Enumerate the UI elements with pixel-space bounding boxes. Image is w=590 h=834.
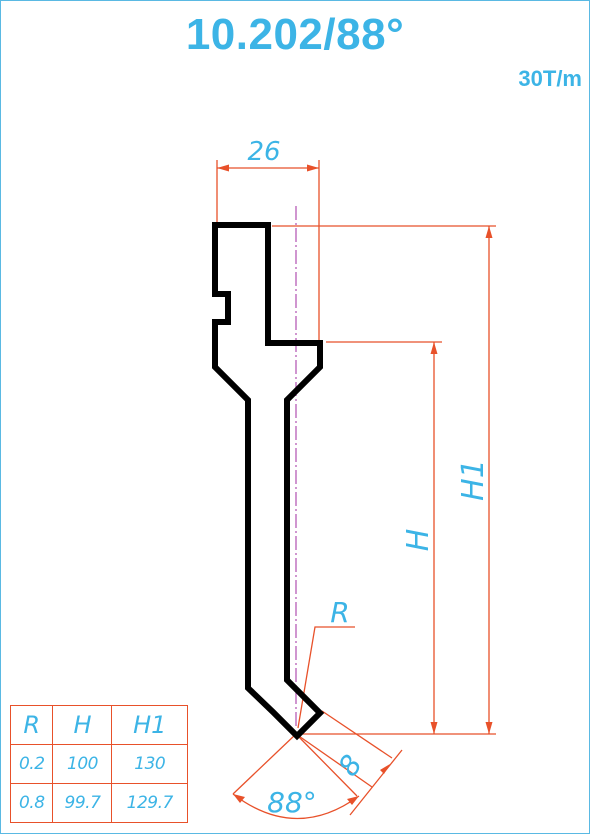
table-cell: 0.8 xyxy=(9,783,54,823)
total-height-dimension xyxy=(485,226,493,734)
angle-dimension xyxy=(232,733,360,820)
table-cell: 99.7 xyxy=(52,783,113,823)
height-dimension xyxy=(430,342,438,734)
tonnage-rating: 30T/m xyxy=(518,66,582,91)
tool-title: 10.202/88° xyxy=(185,10,405,59)
width-label: 26 xyxy=(247,137,280,167)
header-h: H xyxy=(52,705,113,745)
table-cell: 130 xyxy=(111,744,188,784)
tip-dimension xyxy=(295,710,403,816)
radius-label: R xyxy=(330,596,349,629)
tip-label: 8 xyxy=(332,749,369,783)
spec-table-header: R H H1 xyxy=(9,705,188,745)
table-row: 0.8 99.7 129.7 xyxy=(9,783,188,823)
table-row: 0.2 100 130 xyxy=(9,744,188,784)
header-h1: H1 xyxy=(111,705,188,745)
total-height-label: H1 xyxy=(456,459,491,501)
header-r: R xyxy=(9,705,54,745)
extension-lines xyxy=(216,160,496,735)
spec-table: R H H1 0.2 100 130 0.8 99.7 129.7 xyxy=(9,705,188,823)
angle-label: 88° xyxy=(267,786,317,819)
height-label: H xyxy=(401,529,436,552)
table-cell: 0.2 xyxy=(9,744,54,784)
table-cell: 100 xyxy=(52,744,113,784)
width-dimension xyxy=(217,164,319,172)
table-cell: 129.7 xyxy=(111,783,188,823)
radius-leader xyxy=(297,626,355,729)
tool-profile xyxy=(212,222,325,741)
